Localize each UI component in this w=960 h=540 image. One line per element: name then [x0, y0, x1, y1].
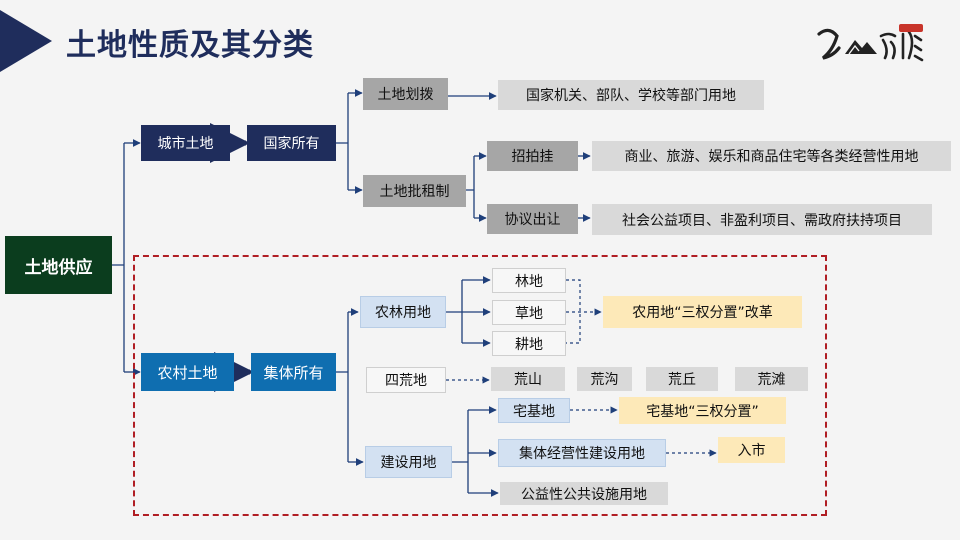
node-four-waste-land: 四荒地 [366, 367, 446, 393]
node-urban-land: 城市土地 [141, 125, 230, 161]
node-state-owned: 国家所有 [247, 125, 336, 161]
node-construction-land: 建设用地 [365, 446, 452, 478]
node-market-entry: 入市 [718, 437, 785, 463]
node-allocation-use: 国家机关、部队、学校等部门用地 [498, 80, 764, 110]
page-title: 土地性质及其分类 [66, 28, 314, 63]
node-grass-land: 草地 [492, 300, 566, 325]
node-land-allocation: 土地划拨 [363, 78, 448, 110]
node-waste-beach: 荒滩 [735, 367, 808, 391]
node-land-lease: 土地批租制 [363, 175, 466, 207]
node-public-facility-land: 公益性公共设施用地 [500, 482, 668, 505]
title-arrow-icon [0, 10, 52, 72]
node-waste-gully: 荒沟 [577, 367, 632, 391]
brand-logo [817, 24, 924, 62]
node-collective-business-land: 集体经营性建设用地 [498, 439, 666, 467]
node-agreement-use: 社会公益项目、非盈利项目、需政府扶持项目 [592, 204, 932, 235]
node-agreement-transfer: 协议出让 [487, 204, 578, 234]
node-agri-forest-land: 农林用地 [360, 296, 446, 328]
node-homestead-reform: 宅基地“三权分置” [619, 397, 786, 424]
node-waste-hill: 荒丘 [646, 367, 718, 391]
node-land-supply: 土地供应 [5, 236, 112, 294]
node-agri-reform: 农用地“三权分置”改革 [603, 296, 802, 328]
node-collective-owned: 集体所有 [251, 353, 336, 391]
node-waste-mountain: 荒山 [491, 367, 565, 391]
rural-land-frame [133, 255, 827, 516]
node-homestead: 宅基地 [498, 398, 570, 423]
node-rural-land: 农村土地 [141, 353, 234, 391]
node-auction-use: 商业、旅游、娱乐和商品住宅等各类经营性用地 [592, 141, 951, 171]
node-forest-land: 林地 [492, 268, 566, 293]
node-farmland: 耕地 [492, 331, 566, 356]
node-auction: 招拍挂 [487, 141, 578, 171]
